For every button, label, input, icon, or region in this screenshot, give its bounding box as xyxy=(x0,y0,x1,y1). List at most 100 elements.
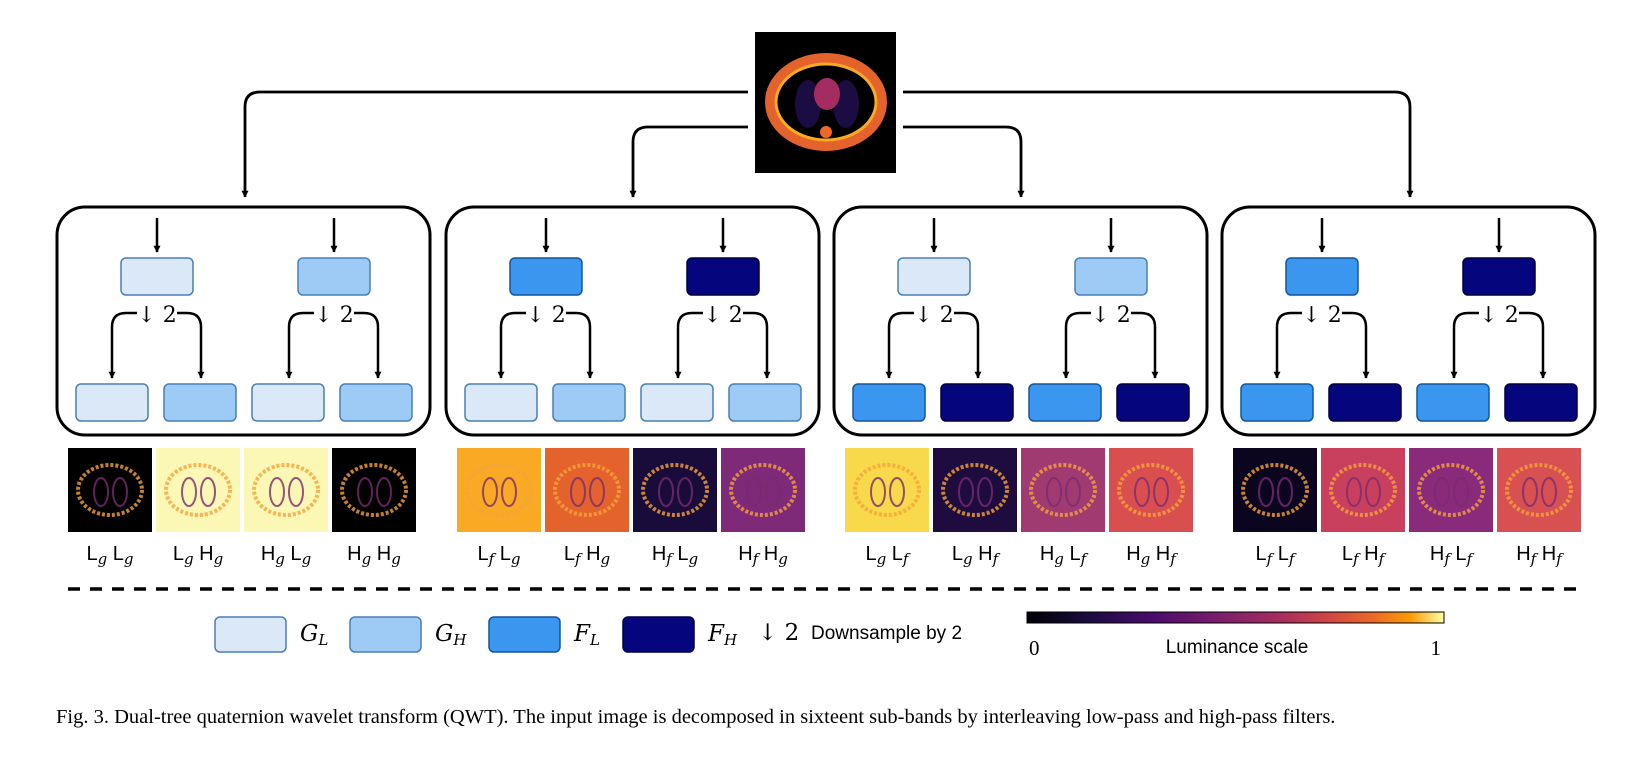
subband-tile: Hf Lg xyxy=(633,448,717,568)
legend-item-f-h: FH xyxy=(622,616,738,653)
legend-item-f-l: FL xyxy=(488,616,600,653)
subband-tile: Lg Hg xyxy=(156,448,240,568)
subband-image xyxy=(933,448,1017,532)
body-outline xyxy=(252,463,320,517)
subband-label: Hf Lg xyxy=(652,543,698,568)
branch-arrow-right xyxy=(177,311,205,379)
subband-tile: Hf Hf xyxy=(1497,448,1581,568)
subband-image xyxy=(633,448,717,532)
filter-g-h xyxy=(297,257,371,296)
filter-f-h xyxy=(1116,383,1190,422)
legend-label: GH xyxy=(435,621,467,649)
subband-label: Hf Hf xyxy=(1516,543,1564,568)
scale-max: 1 xyxy=(1431,636,1442,660)
subband-image xyxy=(1497,448,1581,532)
subband-label: Lg Lg xyxy=(86,543,133,568)
subband-label: Hg Hf xyxy=(1126,543,1178,568)
subband-image xyxy=(332,448,416,532)
lung-right xyxy=(501,477,517,507)
subband-label: Lg Lf xyxy=(866,543,911,568)
subband-tile: Hg Lf xyxy=(1021,448,1105,568)
body-outline xyxy=(853,463,921,517)
lung-left xyxy=(1134,477,1150,507)
subband-label: Hf Hg xyxy=(738,543,788,568)
lung-left xyxy=(870,477,886,507)
branch-arrow-right xyxy=(1342,311,1370,379)
filter-g-h xyxy=(163,383,237,422)
lung-left xyxy=(482,477,498,507)
subband-label: Lf Lg xyxy=(478,543,521,568)
luminance-colorbar xyxy=(1026,611,1445,624)
branch-arrow-left xyxy=(674,311,703,379)
branch-arrow-right xyxy=(1519,311,1547,379)
subband-tile: Lg Lf xyxy=(845,448,929,568)
subband-tile: Lg Hf xyxy=(933,448,1017,568)
downsample-label: ↓ 2 xyxy=(526,303,565,328)
body-outline xyxy=(729,463,797,517)
scale-min: 0 xyxy=(1029,636,1040,660)
lung-left xyxy=(357,477,373,507)
filter-f-l xyxy=(509,257,583,296)
branch-arrow-right xyxy=(954,311,982,379)
luminance-scale: 0 Luminance scale 1 xyxy=(1026,611,1445,660)
subband-image xyxy=(1109,448,1193,532)
body-outline xyxy=(76,463,144,517)
lung-right xyxy=(288,477,304,507)
subband-tile: Hg Hf xyxy=(1109,448,1193,568)
subband-image xyxy=(721,448,805,532)
body-outline xyxy=(1241,463,1309,517)
body-outline xyxy=(164,463,232,517)
lung-left xyxy=(1522,477,1538,507)
subband-label: Lf Hf xyxy=(1342,543,1387,568)
subband-tile: Hf Lf xyxy=(1409,448,1493,568)
branch-arrow-right xyxy=(743,311,771,379)
filter-f-l xyxy=(1240,383,1314,422)
subband-label: Hg Lf xyxy=(1040,543,1089,568)
legend-label: GL xyxy=(300,621,328,649)
lung-left xyxy=(658,477,674,507)
filter-f-h xyxy=(1328,383,1402,422)
filter-f-h xyxy=(686,257,760,296)
filter-g-h xyxy=(728,383,802,422)
downsample-label: ↓ 2 xyxy=(137,303,176,328)
downsample-label: ↓ 2 xyxy=(1091,303,1130,328)
group-box xyxy=(832,205,1209,437)
subband-label: Lg Hf xyxy=(952,543,1001,568)
lung-left xyxy=(1258,477,1274,507)
body-outline xyxy=(1029,463,1097,517)
lung-right xyxy=(1065,477,1081,507)
downsample-label: ↓ 2 xyxy=(1479,303,1518,328)
filter-f-l xyxy=(852,383,926,422)
subband-image xyxy=(1021,448,1105,532)
filter-g-h xyxy=(339,383,413,422)
lung-left xyxy=(93,477,109,507)
lung-left xyxy=(958,477,974,507)
body-outline xyxy=(465,463,533,517)
branch-arrow-left xyxy=(285,311,314,379)
branch-arrow-right xyxy=(354,311,382,379)
group-box xyxy=(55,205,432,437)
lung-right xyxy=(889,477,905,507)
filter-f-h xyxy=(1462,257,1536,296)
legend-item-g-l: GL xyxy=(214,616,328,653)
lung-right xyxy=(677,477,693,507)
lung-right xyxy=(589,477,605,507)
body-outline xyxy=(1505,463,1573,517)
lung-right xyxy=(376,477,392,507)
subband-tile: Lf Lg xyxy=(457,448,541,568)
branch-arrow-left xyxy=(1450,311,1479,379)
lung-left xyxy=(1434,477,1450,507)
group-box xyxy=(444,205,821,437)
downsample-label: ↓ 2 xyxy=(914,303,953,328)
legend-label: FL xyxy=(573,621,600,649)
legend-downsample-text: Downsample by 2 xyxy=(811,623,962,644)
filter-g-l xyxy=(640,383,714,422)
body-outline xyxy=(553,463,621,517)
subband-image xyxy=(845,448,929,532)
subband-label: Lg Hg xyxy=(173,543,223,568)
lung-left xyxy=(181,477,197,507)
lung-left xyxy=(269,477,285,507)
subband-label: Hg Lg xyxy=(261,543,311,568)
